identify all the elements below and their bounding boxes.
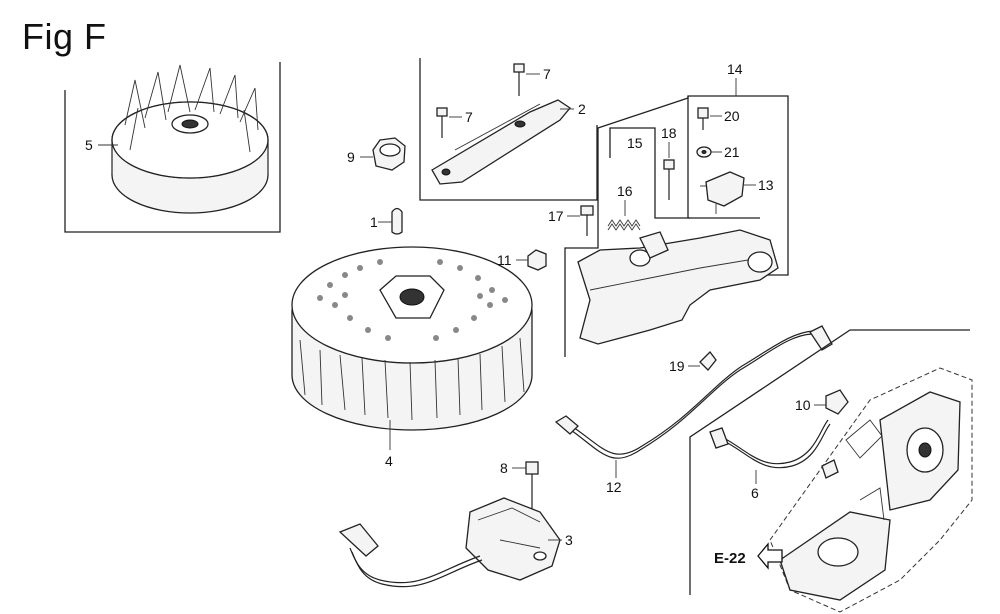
engine-panel-outline: [689, 329, 970, 595]
svg-text:17: 17: [548, 208, 564, 224]
reference-label: E-22: [714, 550, 746, 567]
svg-text:5: 5: [85, 137, 93, 153]
ignition-coil-part-3: [338, 497, 561, 588]
bolt-18: [663, 159, 675, 200]
governor-bracket-part: [577, 229, 779, 345]
svg-text:4: 4: [385, 453, 393, 469]
flywheel-part-4: [291, 246, 533, 431]
svg-text:13: 13: [758, 177, 774, 193]
bracket-15-outline: [609, 127, 690, 219]
svg-text:19: 19: [669, 358, 685, 374]
flywheel-fan-part: [111, 64, 269, 214]
callout-3: 3: [548, 532, 573, 548]
svg-text:12: 12: [606, 479, 622, 495]
wire-part-6: [709, 419, 839, 479]
nut-part-9: [372, 137, 406, 171]
washer-21: [696, 146, 712, 158]
bolt-7-lower: [436, 107, 448, 138]
svg-text:1: 1: [370, 214, 378, 230]
svg-text:7: 7: [465, 109, 473, 125]
key-part-1: [391, 207, 403, 235]
callout-16: 16: [617, 183, 633, 216]
callout-13: 13: [744, 177, 774, 193]
callout-18: 18: [661, 125, 677, 158]
callout-5: 5: [85, 137, 118, 153]
bolt-20: [697, 107, 709, 130]
reference-e22[interactable]: E-22: [714, 542, 783, 570]
svg-text:8: 8: [500, 460, 508, 476]
engine-housing-phantom: [769, 367, 973, 613]
callout-8: 8: [500, 460, 526, 476]
svg-text:3: 3: [565, 532, 573, 548]
figure-title: Fig F: [22, 16, 107, 57]
clip-part-19: [699, 351, 717, 371]
callout-12: 12: [606, 460, 622, 495]
callout-11: 11: [497, 252, 528, 268]
callout-2: 2: [560, 101, 586, 117]
svg-text:21: 21: [724, 144, 740, 160]
svg-text:7: 7: [543, 66, 551, 82]
svg-text:18: 18: [661, 125, 677, 141]
svg-text:10: 10: [795, 397, 811, 413]
left-arrow-icon: [757, 542, 783, 570]
svg-text:16: 16: [617, 183, 633, 199]
callout-21: 21: [711, 144, 740, 160]
callout-6: 6: [751, 470, 759, 501]
callout-20: 20: [710, 108, 740, 124]
callout-14: 14: [727, 61, 743, 96]
callout-4: 4: [385, 420, 393, 469]
stop-switch-part-13: [700, 171, 745, 214]
bracket-14-inner-outline: [687, 96, 760, 219]
spring-part-16: [607, 219, 641, 231]
callout-9: 9: [347, 149, 373, 165]
callout-17: 17: [548, 208, 580, 224]
nut-part-11: [527, 249, 547, 271]
bolt-17: [580, 205, 594, 236]
callout-1: 1: [370, 214, 392, 230]
callout-7-lower: 7: [449, 109, 473, 125]
callout-7-upper: 7: [526, 66, 551, 82]
callout-10: 10: [795, 397, 826, 413]
svg-text:14: 14: [727, 61, 743, 77]
svg-text:2: 2: [578, 101, 586, 117]
bolt-7-upper: [513, 63, 525, 96]
clip-part-10: [825, 389, 849, 415]
svg-text:9: 9: [347, 149, 355, 165]
svg-text:11: 11: [497, 252, 512, 268]
svg-text:20: 20: [724, 108, 740, 124]
wire-part-12: [554, 325, 833, 459]
flywheel-box-outline: [64, 62, 281, 233]
svg-text:6: 6: [751, 485, 759, 501]
plate-part-2: [431, 99, 571, 185]
bracket-box-outline: [419, 58, 598, 201]
callout-15: 15: [627, 135, 643, 151]
svg-text:15: 15: [627, 135, 643, 151]
callout-19: 19: [669, 358, 700, 374]
